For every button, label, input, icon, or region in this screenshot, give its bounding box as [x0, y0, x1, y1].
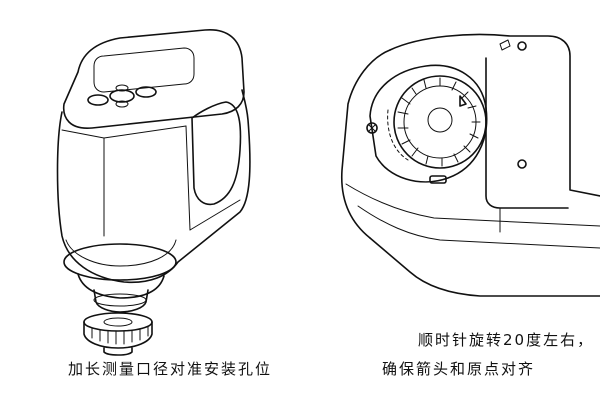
mount-plate [369, 64, 488, 183]
left-figure: 加长测量口径对准安装孔位 [56, 29, 273, 378]
display-screen [93, 47, 195, 93]
button-left [87, 94, 109, 106]
alignment-arrow [459, 95, 467, 107]
rotating-ring-outer [393, 75, 487, 169]
colorimeter-bottom-icon [340, 33, 600, 297]
button-right [135, 86, 157, 98]
base-ring [63, 243, 177, 281]
screw-icon [366, 122, 378, 134]
extension-ring-icon [83, 312, 153, 356]
side-grip [191, 101, 242, 206]
device-body-outline [56, 89, 251, 284]
right-figure: 顺时针旋转20度左右， 确保箭头和原点对齐 [300, 0, 600, 400]
right-housing [485, 57, 569, 209]
caption-right-line2: 确保箭头和原点对齐 [382, 360, 536, 378]
colorimeter-device-icon [56, 29, 251, 313]
front-latch [429, 175, 447, 184]
caption-right-line1: 顺时针旋转20度左右， [418, 331, 595, 349]
device-body-outline [389, 33, 600, 197]
aperture-mount [93, 289, 149, 313]
extension-ring-top [83, 312, 153, 332]
device-head-outline [62, 29, 245, 129]
caption-left: 加长测量口径对准安装孔位 [68, 360, 273, 378]
button-center [109, 89, 135, 103]
